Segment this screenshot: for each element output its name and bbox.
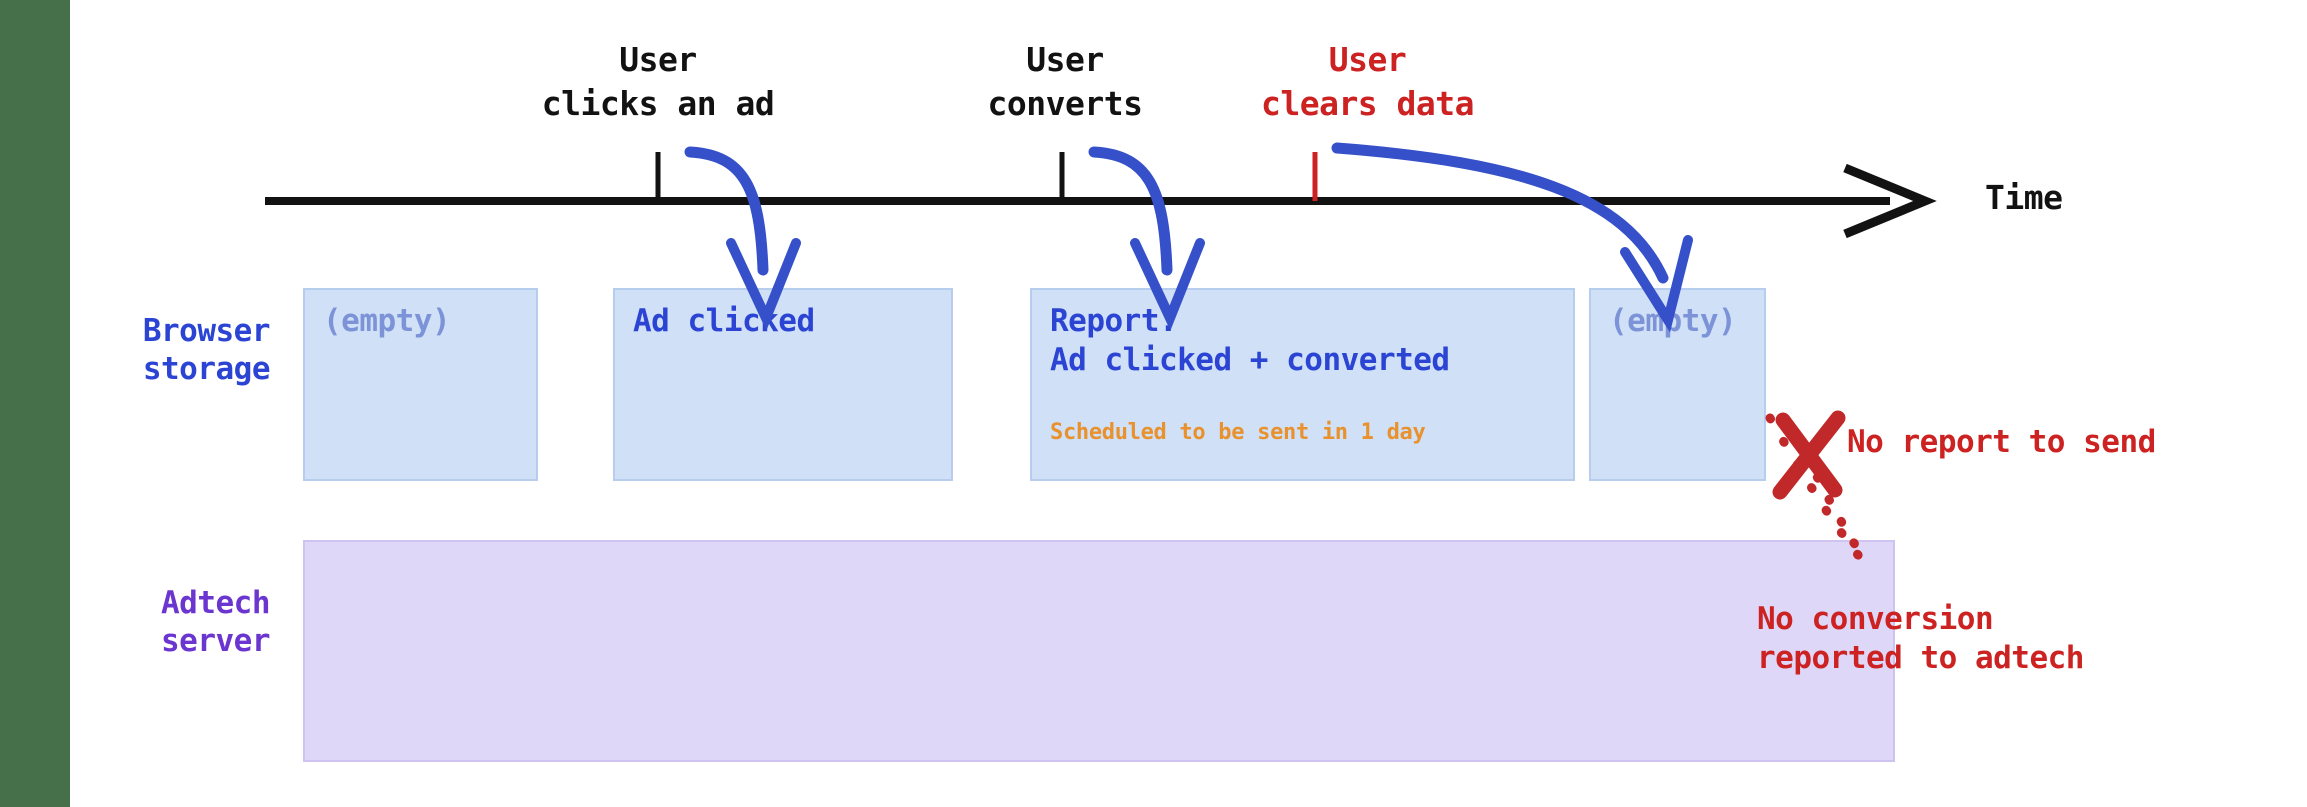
timeline-event-label-clear: User clears data: [1260, 40, 1475, 123]
timeline-axis-label: Time: [1985, 178, 2063, 217]
storage-box-text: (empty): [1609, 303, 1737, 339]
timeline-arrowhead: [1843, 163, 1937, 239]
red-x-icon: [1772, 410, 1846, 500]
adtech-server-box: [303, 540, 1895, 762]
timeline-event-label-click: User clicks an ad: [541, 40, 775, 123]
storage-box-empty-1: (empty): [303, 288, 538, 481]
storage-box-subtext: Scheduled to be sent in 1 day: [1050, 420, 1426, 445]
storage-box-text: Report: Ad clicked + converted: [1050, 303, 1450, 378]
row-label-browser-storage: Browser storage: [142, 313, 271, 387]
storage-box-empty-2: (empty): [1589, 288, 1766, 481]
storage-box-text: (empty): [323, 303, 451, 339]
annotation-no-conversion-reported: No conversion reported to adtech: [1757, 601, 2084, 676]
storage-box-report: Report: Ad clicked + converted Scheduled…: [1030, 288, 1575, 481]
left-green-strip: [0, 0, 70, 807]
timeline-event-label-convert: User converts: [987, 40, 1143, 123]
storage-box-text: Ad clicked: [633, 303, 815, 339]
annotation-no-report-to-send: No report to send: [1847, 424, 2156, 460]
row-label-adtech-server: Adtech server: [161, 585, 270, 659]
storage-box-ad-clicked: Ad clicked: [613, 288, 953, 481]
